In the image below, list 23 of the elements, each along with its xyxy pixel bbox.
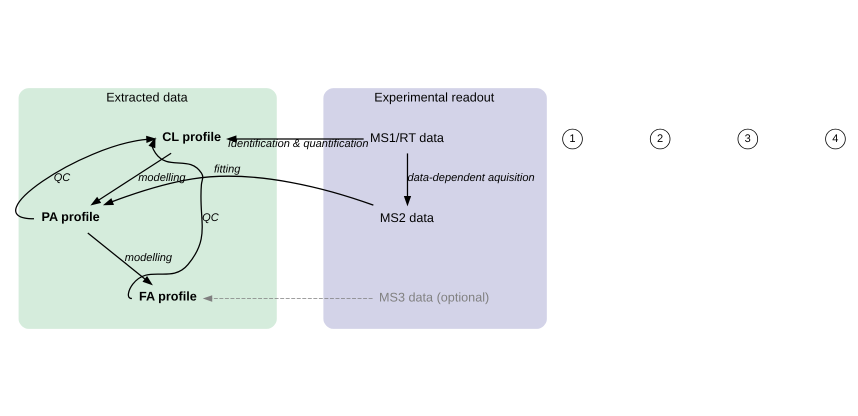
edge-label: data-dependent aquisition [407, 172, 535, 184]
label: 2 [657, 132, 664, 144]
label: 1 [569, 132, 576, 144]
node-text: PA profile [41, 209, 100, 224]
arrow [16, 135, 157, 219]
arrow [87, 232, 153, 285]
arrow [404, 152, 412, 206]
label: 4 [832, 132, 838, 144]
edge-label: modelling [124, 251, 172, 264]
edge-label: fitting [214, 163, 240, 176]
label: 3 [744, 132, 751, 144]
node-text: MS1/RT data [370, 130, 444, 145]
arrow [128, 136, 204, 299]
arrow [90, 152, 172, 205]
arrow [102, 175, 374, 206]
node-text: MS3 data (optional) [379, 290, 490, 304]
node-text: MS2 data [380, 210, 434, 224]
edge-label: modelling [138, 172, 186, 184]
arrow [202, 294, 373, 302]
node-text: FA profile [139, 289, 197, 304]
node-text: CL profile [162, 130, 221, 144]
edge-label: QC [202, 211, 219, 224]
edge-label: QC [54, 172, 70, 184]
